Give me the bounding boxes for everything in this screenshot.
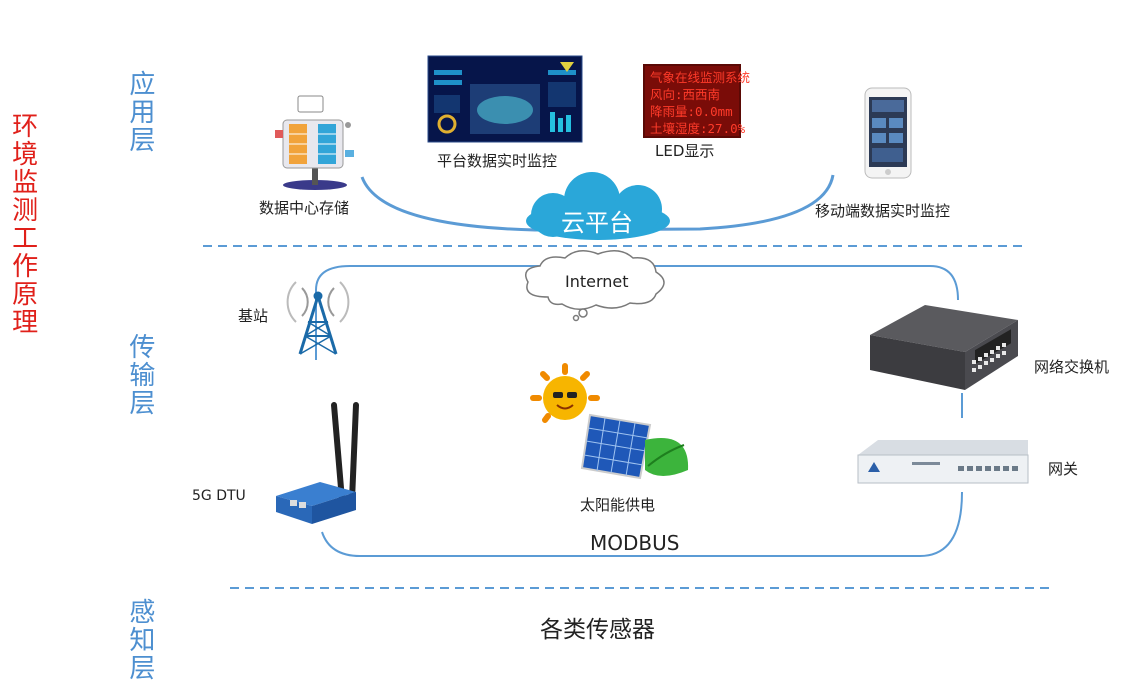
network-switch-device — [870, 305, 1018, 390]
dtu-label: 5G DTU — [192, 488, 246, 504]
mobile-monitor-label: 移动端数据实时监控 — [815, 202, 951, 220]
sensors-label: 各类传感器 — [540, 617, 655, 643]
led-line-2: 风向:西西南 — [650, 87, 721, 102]
base-station-tower — [286, 281, 350, 355]
data-center-label: 数据中心存储 — [259, 199, 350, 217]
smartphone-illustration — [864, 87, 912, 179]
network-switch-label: 网络交换机 — [1034, 358, 1110, 376]
internet-cloud-shape — [525, 250, 665, 322]
dtu-router-device — [276, 402, 359, 524]
internet-link — [315, 265, 959, 360]
platform-dashboard-screen — [427, 55, 583, 143]
gateway-label: 网关 — [1048, 460, 1079, 478]
base-station-label: 基站 — [238, 307, 269, 325]
layer-label-perception: 感知层 — [124, 598, 155, 682]
data-center-illustration — [275, 95, 354, 190]
led-display-label: LED显示 — [655, 142, 715, 160]
modbus-link — [321, 491, 963, 557]
cloud-platform-shape — [526, 172, 670, 240]
led-display-screen: 气象在线监测系统 风向:西西南 降雨量:0.0mm 土壤湿度:27.0% — [643, 64, 751, 138]
layer-label-transmission: 传输层 — [124, 333, 155, 417]
platform-monitor-label: 平台数据实时监控 — [437, 152, 558, 170]
cloud-platform-label: 云平台 — [561, 209, 633, 237]
led-line-4: 土壤湿度:27.0% — [650, 121, 746, 136]
solar-power-illustration — [530, 363, 689, 480]
modbus-label: MODBUS — [590, 531, 680, 555]
layer-label-application: 应用层 — [124, 70, 155, 154]
diagram-title: 环境监测工作原理 — [7, 112, 38, 336]
internet-label: Internet — [565, 272, 629, 291]
led-line-1: 气象在线监测系统 — [650, 70, 751, 85]
solar-power-label: 太阳能供电 — [580, 496, 656, 514]
led-line-3: 降雨量:0.0mm — [650, 104, 733, 119]
gateway-device — [857, 440, 1029, 484]
